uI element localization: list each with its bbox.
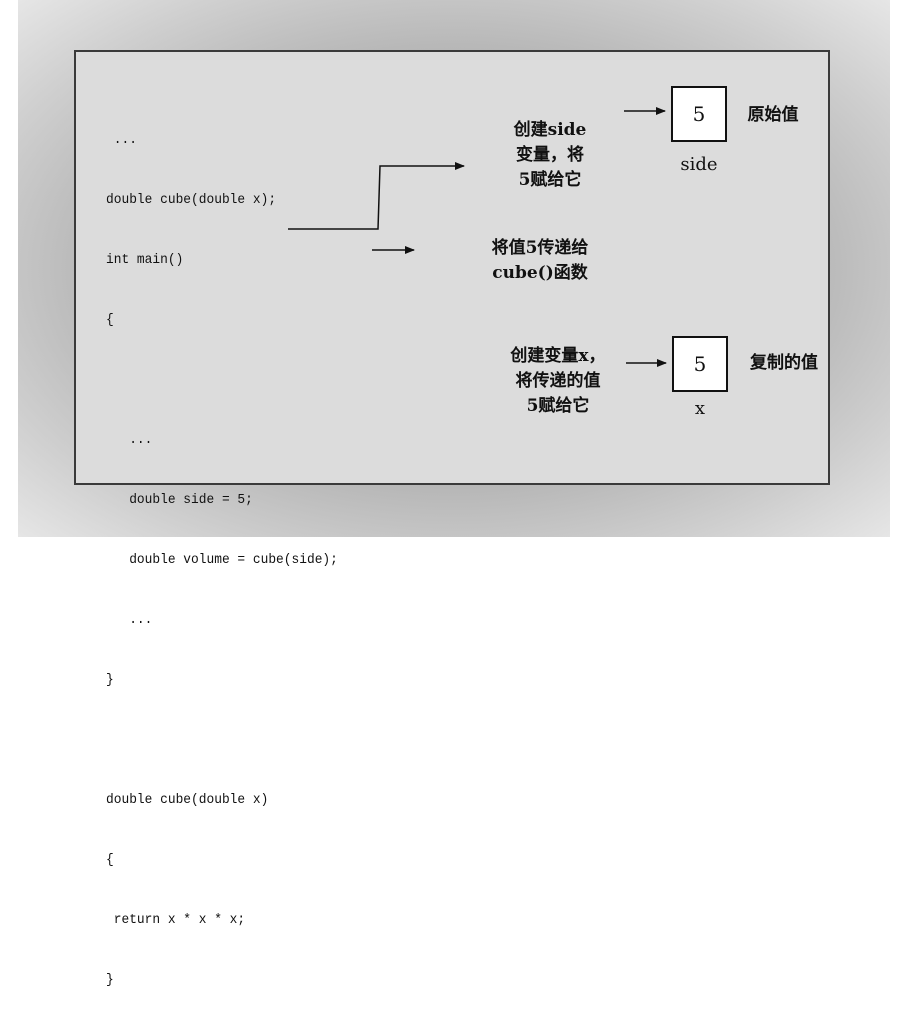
box-note-original: 原始值 xyxy=(747,105,799,125)
code-line: } xyxy=(106,972,114,988)
code-line: double cube(double x); xyxy=(106,192,277,208)
code-line: return x * x * x; xyxy=(106,912,246,928)
arrows-layer xyxy=(288,107,667,367)
label-pass-value: 将值5传递给 cube()函数 xyxy=(491,238,589,283)
code-line: ... xyxy=(106,612,153,628)
label-create-x: 创建变量x， 将传递的值 5赋给它 xyxy=(510,346,606,416)
code-line: double volume = cube(side); xyxy=(106,552,338,568)
code-line xyxy=(106,730,338,750)
label-create-side: 创建side 变量，将 5赋给它 xyxy=(513,120,587,190)
code-line: { xyxy=(106,312,114,328)
code-line: int main() xyxy=(106,252,184,268)
code-line: } xyxy=(106,672,114,688)
box-caption-side: side xyxy=(680,154,718,175)
box-note-copy: 复制的值 xyxy=(750,353,818,373)
value-box-side: 5 xyxy=(671,86,727,142)
code-line: ... xyxy=(106,432,153,448)
value-box-x: 5 xyxy=(672,336,728,392)
code-line: double cube(double x) xyxy=(106,792,269,808)
code-line: { xyxy=(106,852,114,868)
code-line: double side = 5; xyxy=(106,492,253,508)
box-caption-x: x xyxy=(694,398,706,419)
code-line: ... xyxy=(106,132,137,148)
arrow-side-to-label xyxy=(288,162,465,230)
